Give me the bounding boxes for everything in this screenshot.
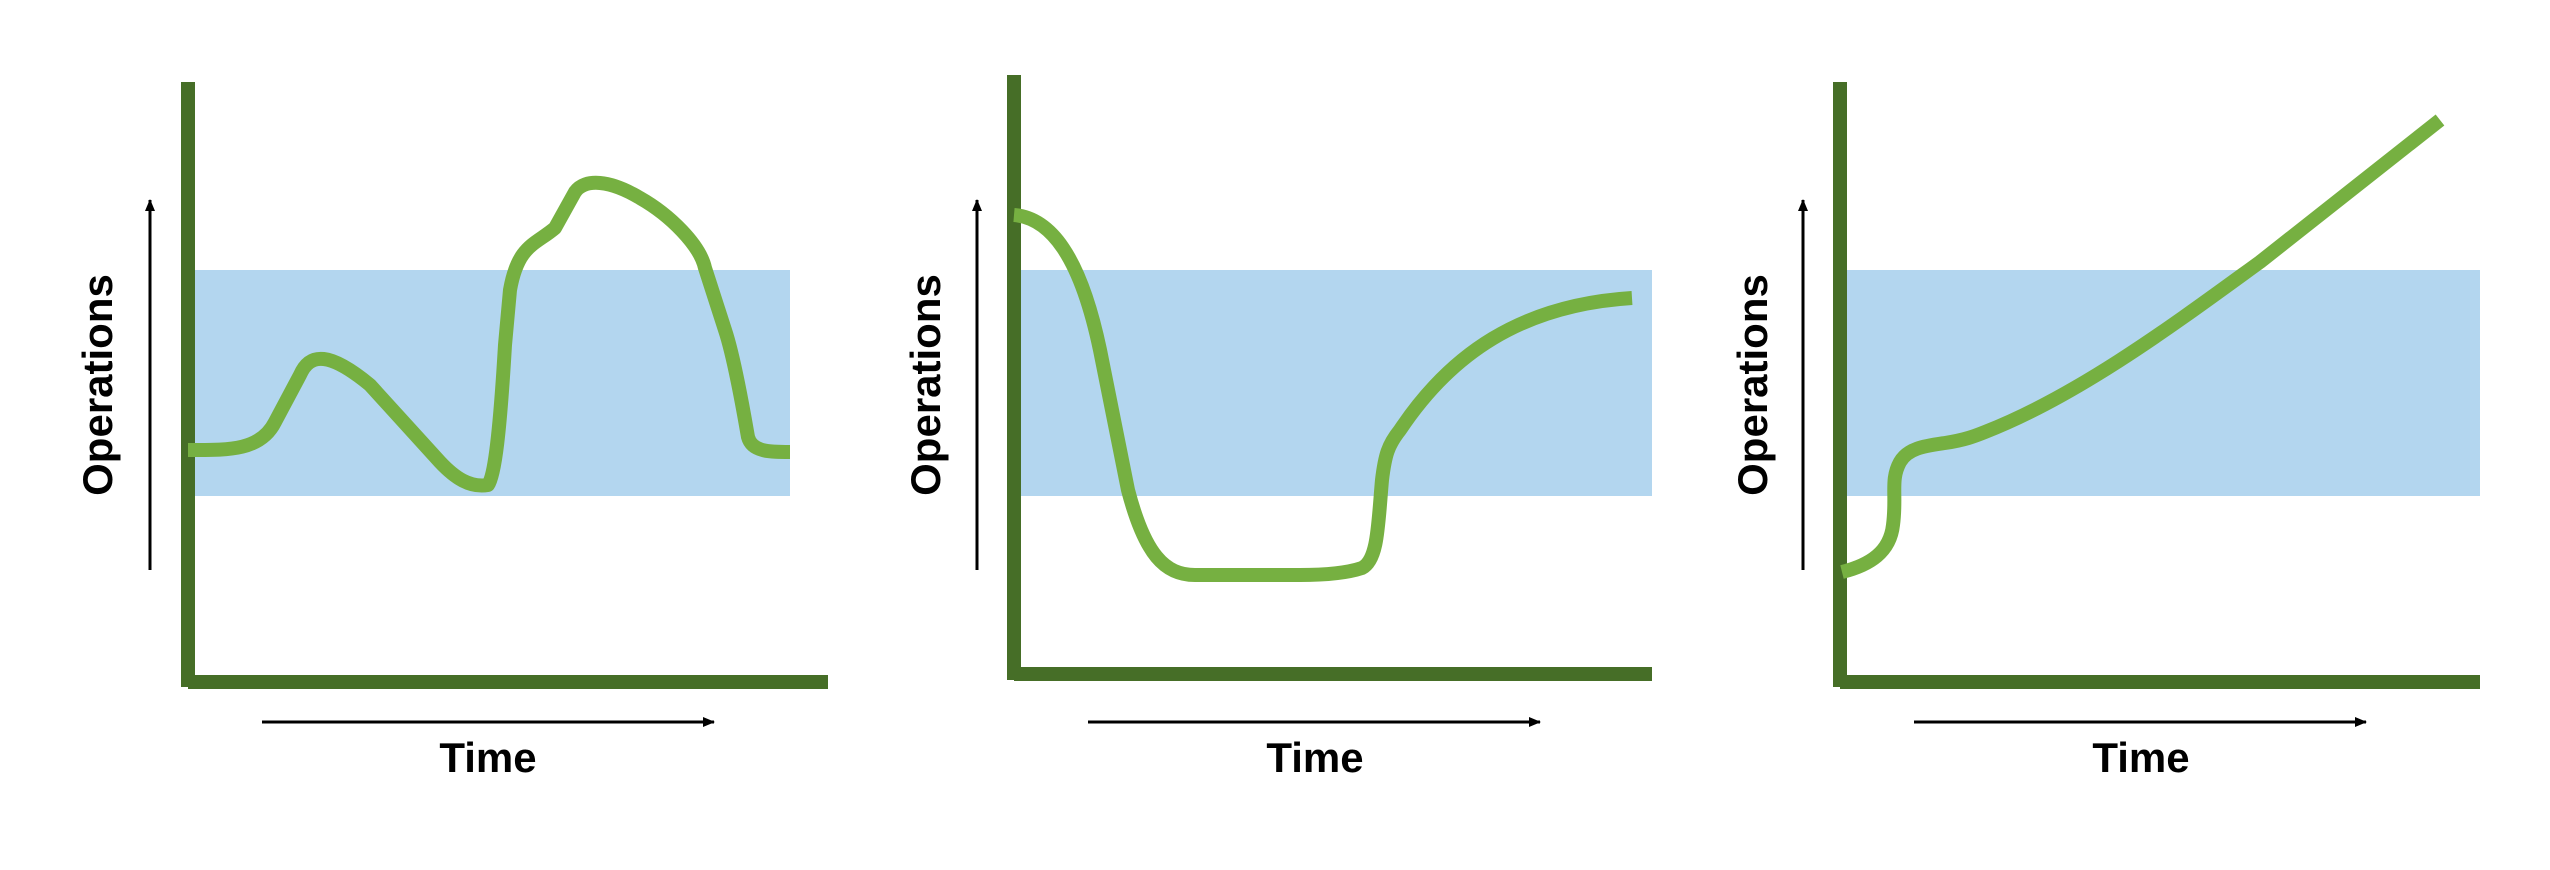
y-axis-label: Operations [74,274,121,496]
operations-curve [1840,114,2445,579]
operations-curve [1013,208,1633,582]
y-axis-label: Operations [1729,274,1776,496]
panel-2: Operations Time [902,75,1652,781]
x-axis-label: Time [2092,734,2189,781]
x-axis-label: Time [439,734,536,781]
normal-range-band [1844,270,2480,496]
y-axis-label: Operations [902,274,949,496]
panel-1: Operations Time [74,82,828,781]
operations-curve [187,175,791,493]
x-axis-label: Time [1266,734,1363,781]
panel-3: Operations Time [1729,82,2480,781]
